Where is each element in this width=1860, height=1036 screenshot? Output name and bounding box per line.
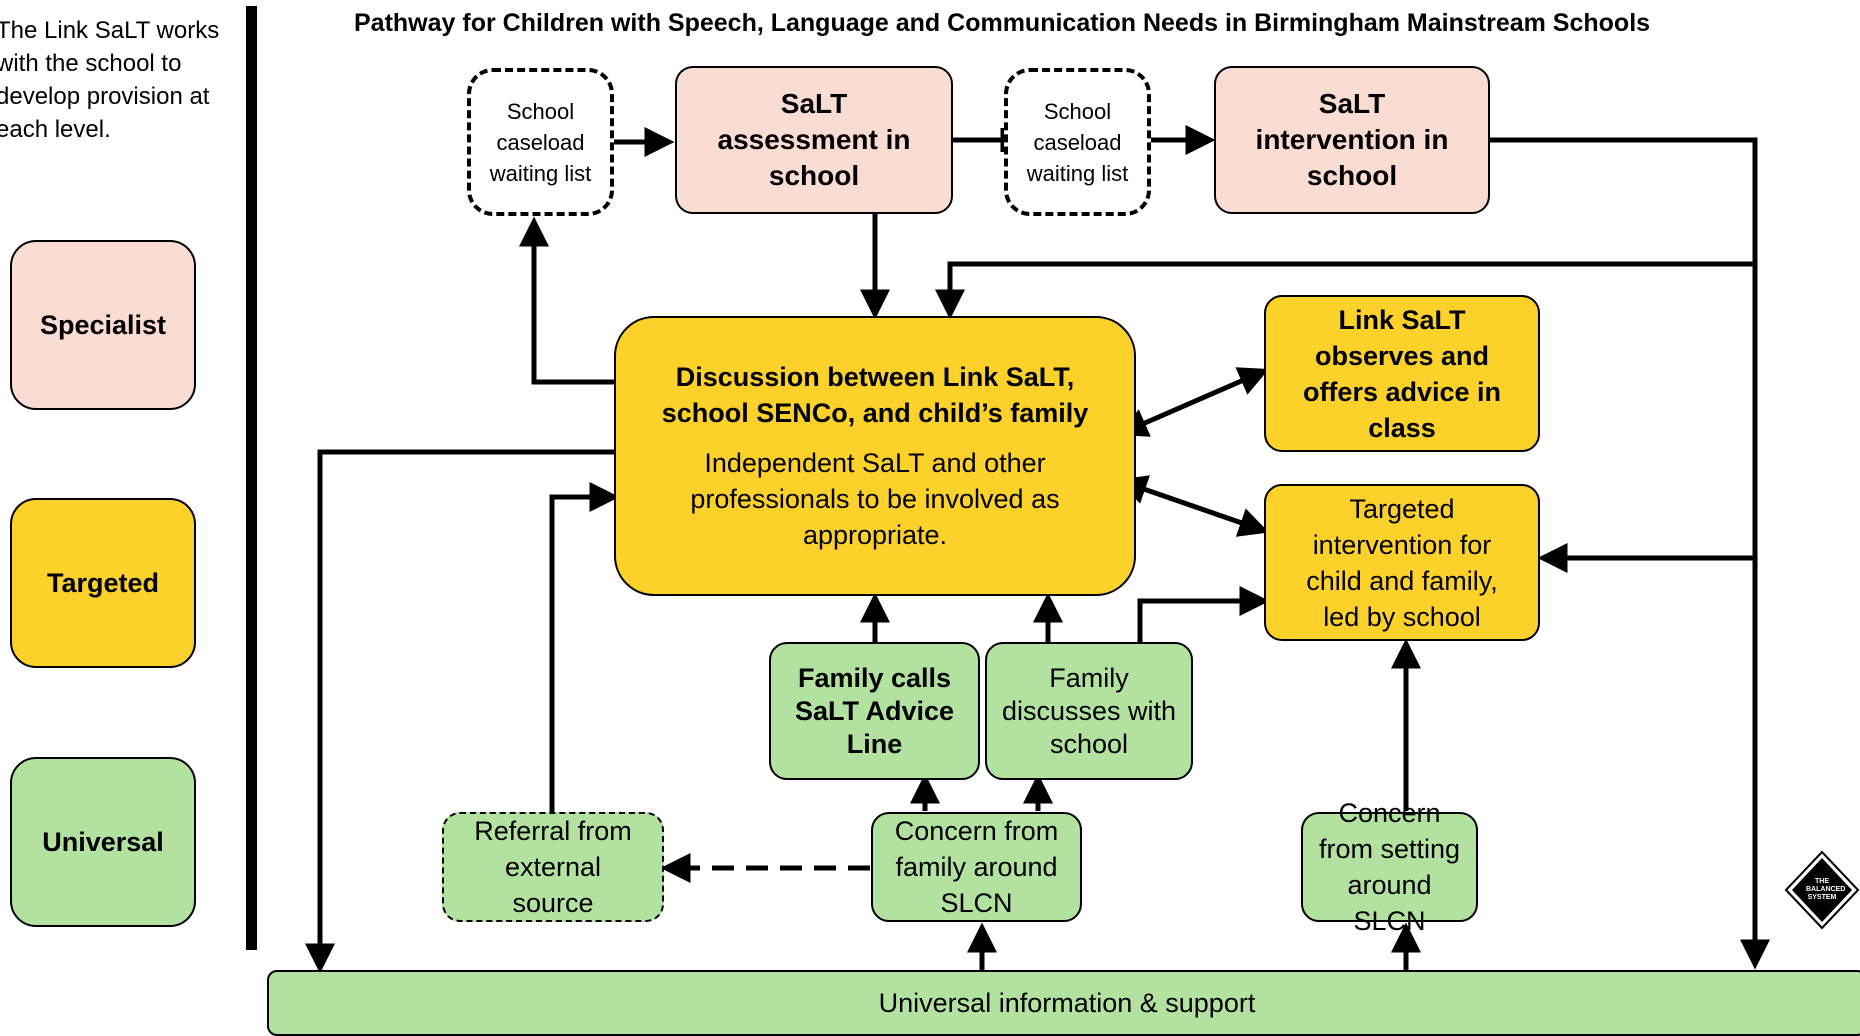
concern-family-box: Concern from family around SLCN bbox=[871, 812, 1082, 922]
salt-assessment-box: SaLT assessment in school bbox=[675, 66, 953, 214]
discussion-body: Independent SaLT and other professionals… bbox=[690, 448, 1060, 550]
logo-diamond-icon bbox=[1784, 850, 1860, 930]
page-title: Pathway for Children with Speech, Langua… bbox=[354, 9, 1651, 37]
divider bbox=[246, 6, 257, 950]
waiting-list-box-1: School caseload waiting list bbox=[467, 68, 614, 216]
arrow-referral-to-discussion bbox=[549, 482, 620, 813]
arrow-intervention-to-discussion bbox=[935, 261, 1755, 320]
universal-support-bar: Universal information & support bbox=[267, 970, 1860, 1036]
legend-specialist: Specialist bbox=[10, 240, 196, 410]
logo-text: THE BALANCED SYSTEM bbox=[1806, 878, 1846, 901]
arrow-discussion-observes bbox=[1117, 367, 1269, 437]
legend-universal: Universal bbox=[10, 757, 196, 927]
concern-setting-box: Concern from setting around SLCN bbox=[1301, 798, 1478, 936]
legend-targeted: Targeted bbox=[10, 498, 196, 668]
salt-intervention-box: SaLT intervention in school bbox=[1214, 66, 1490, 214]
waiting-list-box-2: School caseload waiting list bbox=[1004, 68, 1151, 216]
targeted-intervention-box: Targeted intervention for child and fami… bbox=[1264, 484, 1540, 641]
family-discusses-box: Family discusses with school bbox=[985, 642, 1193, 780]
arrow-discussion-to-waiting1 bbox=[519, 216, 626, 385]
discussion-title: Discussion between Link SaLT, school SEN… bbox=[661, 362, 1089, 428]
balanced-system-logo: THE BALANCED SYSTEM bbox=[1784, 850, 1860, 930]
external-referral-box: Referral from external source bbox=[442, 812, 664, 922]
line-intervention-right bbox=[1487, 137, 1770, 970]
link-salt-observes-box: Link SaLT observes and offers advice in … bbox=[1264, 295, 1540, 452]
arrow-discussion-to-universal bbox=[305, 449, 614, 974]
arrow-discussion-targeted bbox=[1116, 475, 1270, 537]
salt-advice-line-box: Family calls SaLT Advice Line bbox=[769, 642, 980, 780]
discussion-box: Discussion between Link SaLT, school SEN… bbox=[614, 316, 1136, 596]
legend-intro: The Link SaLT works with the school to d… bbox=[0, 17, 220, 143]
arrow-discusses-to-targeted bbox=[1137, 586, 1270, 643]
